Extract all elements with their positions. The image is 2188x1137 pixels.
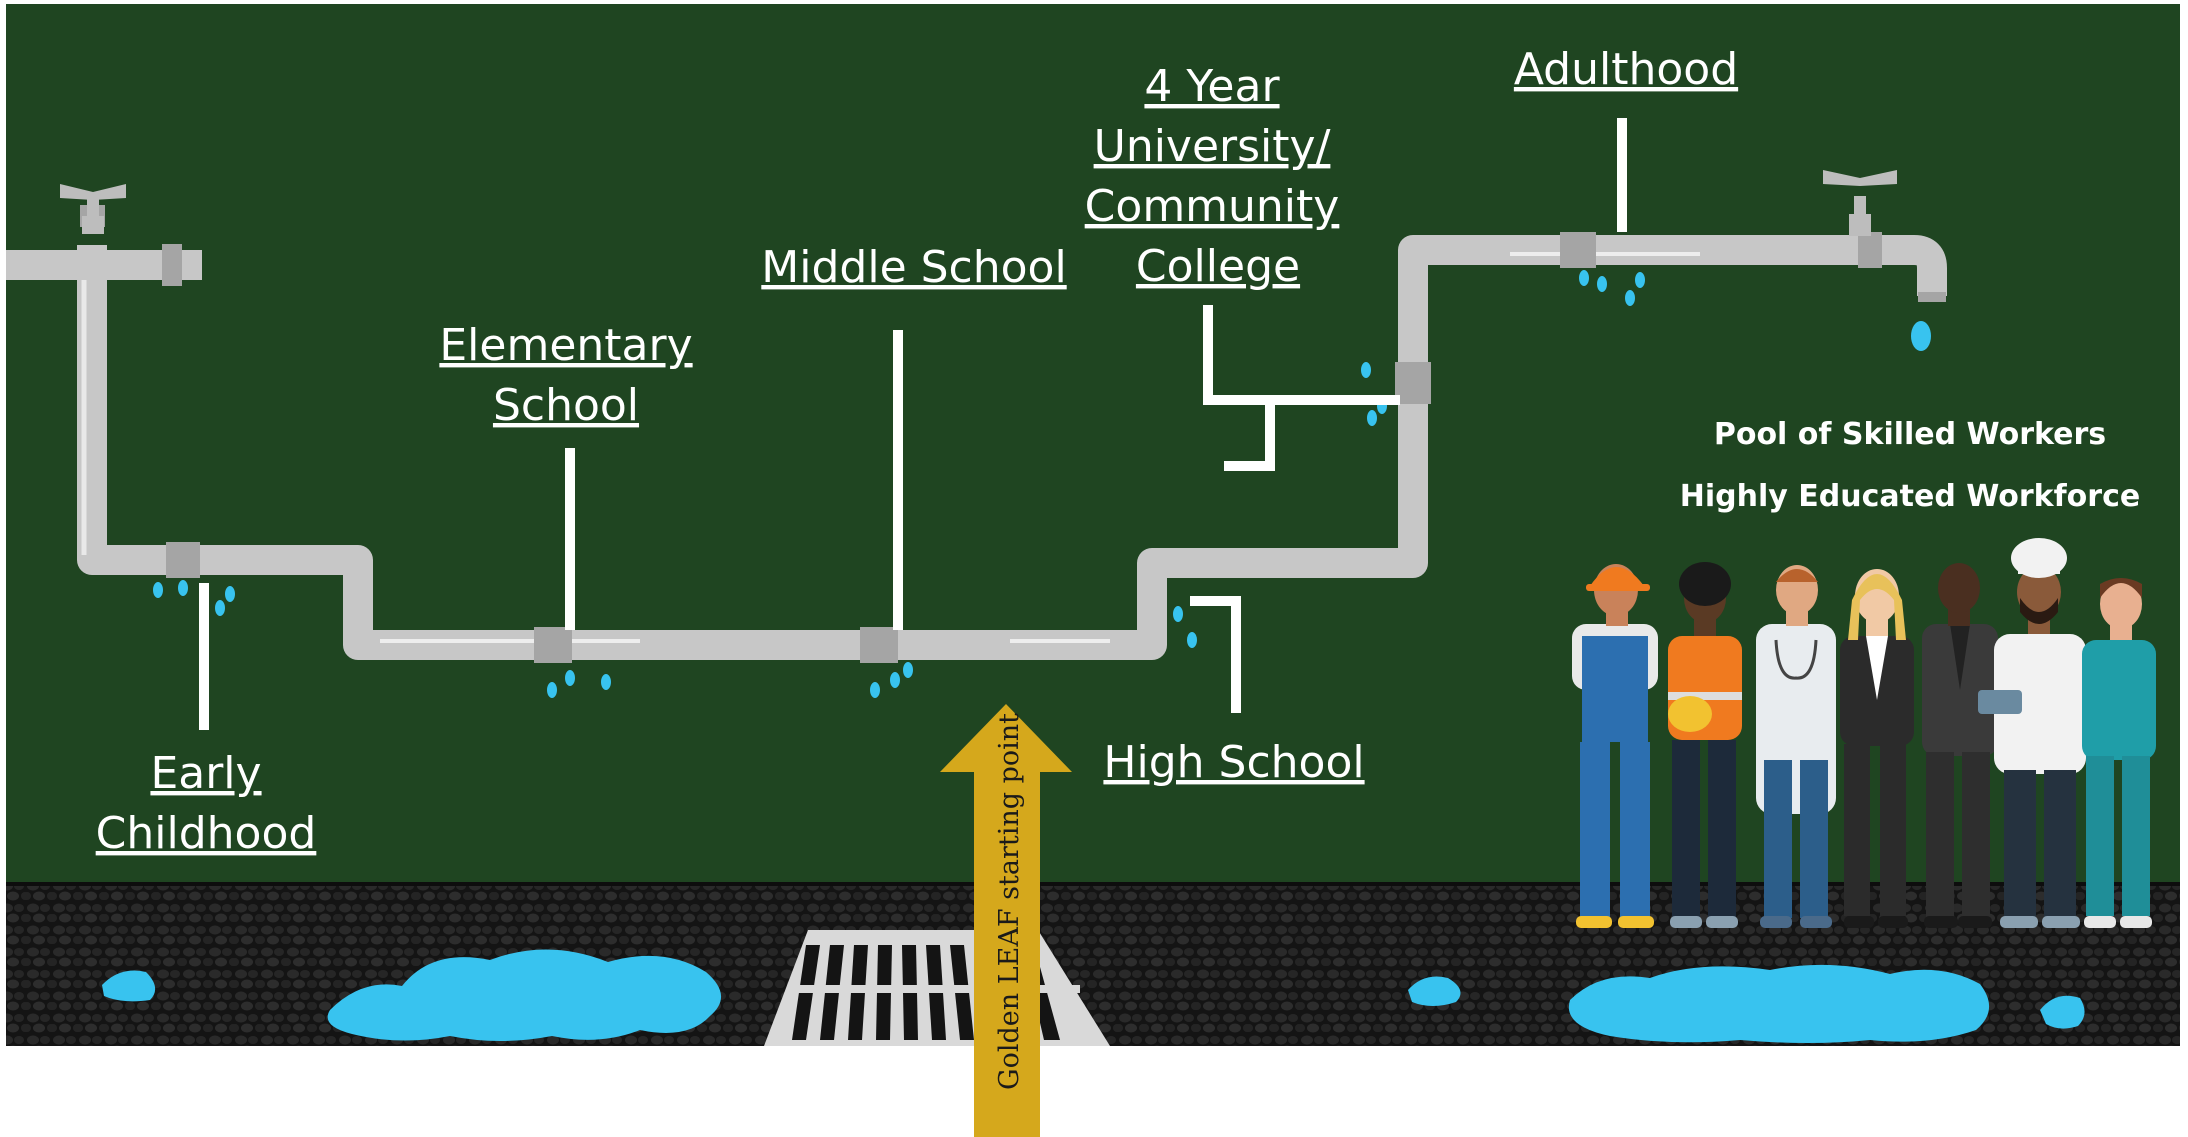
pool-text-skilled-workers: Pool of Skilled Workers <box>1714 417 2106 452</box>
label-elementary-line1: Elementary <box>439 320 692 371</box>
label-middle-school: Middle School <box>761 242 1066 293</box>
water-puddles <box>102 949 2085 1043</box>
worker-doctor-icon <box>1756 565 1836 928</box>
right-faucet-icon <box>1823 170 1897 236</box>
stage-connector-lines <box>199 118 1627 730</box>
label-elementary-line2: School <box>493 380 639 431</box>
workers-group-illustration <box>1572 538 2156 928</box>
label-early-childhood-line1: Early <box>150 748 261 799</box>
label-early-childhood-line2: Childhood <box>96 808 317 859</box>
left-faucet-icon <box>60 184 126 234</box>
worker-nurse-icon <box>2082 578 2156 928</box>
label-high-school: High School <box>1103 737 1364 788</box>
worker-construction-icon <box>1572 564 1658 928</box>
label-college-line3: Community <box>1085 181 1340 232</box>
worker-chef-icon <box>1978 538 2086 928</box>
golden-leaf-arrow: Golden LEAF starting point <box>940 704 1072 1137</box>
worker-businesswoman-icon <box>1840 569 1914 928</box>
pool-text-educated-workforce: Highly Educated Workforce <box>1680 479 2140 514</box>
label-adulthood: Adulthood <box>1514 44 1738 95</box>
water-drops <box>153 270 1931 698</box>
worker-businessman-icon <box>1922 563 1998 928</box>
pipeline <box>6 205 1947 663</box>
arrow-label-golden-leaf: Golden LEAF starting point <box>994 713 1025 1090</box>
label-college-line2: University/ <box>1094 121 1331 172</box>
label-college-line1: 4 Year <box>1144 61 1280 112</box>
worker-safety-vest-icon <box>1668 562 1742 928</box>
label-college-line4: College <box>1136 241 1300 292</box>
